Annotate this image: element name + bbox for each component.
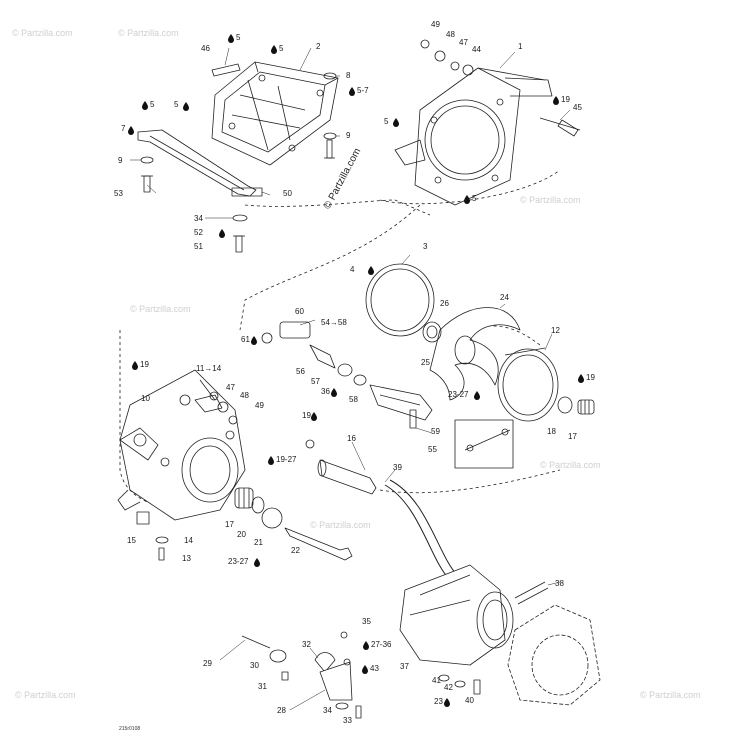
callout-47: 47 xyxy=(226,383,235,392)
callout-31: 31 xyxy=(258,682,267,691)
watermark-faint: © Partzilla.com xyxy=(130,304,191,314)
callout-19: 19 xyxy=(140,360,149,369)
callout-48: 48 xyxy=(240,391,249,400)
callout-10: 10 xyxy=(141,394,150,403)
callout-34: 34 xyxy=(194,214,203,223)
callout-24: 24 xyxy=(500,293,509,302)
callout-54-58: 54→58 xyxy=(321,318,347,327)
steering-nozzle xyxy=(507,604,601,706)
callout-8: 8 xyxy=(346,71,351,80)
callout-27-36: 27-36 xyxy=(371,640,392,649)
callout-21: 21 xyxy=(254,538,263,547)
callout-41: 41 xyxy=(432,676,441,685)
callout-20: 20 xyxy=(237,530,246,539)
callout-34: 34 xyxy=(323,706,332,715)
callout-19: 19 xyxy=(561,95,570,104)
callout-5: 5 xyxy=(150,100,155,109)
callout-9: 9 xyxy=(346,131,351,140)
callout-25: 25 xyxy=(421,358,430,367)
wear-ring xyxy=(497,347,559,422)
watermark-faint: © Partzilla.com xyxy=(118,28,179,38)
o-ring xyxy=(365,263,435,337)
callout-49: 49 xyxy=(255,401,264,410)
callout-19: 19 xyxy=(302,411,311,420)
callout-5: 5 xyxy=(236,33,241,42)
callout-22: 22 xyxy=(291,546,300,555)
callout-57: 57 xyxy=(311,377,320,386)
callout-47: 47 xyxy=(459,38,468,47)
impeller xyxy=(429,307,521,401)
callout-5: 5 xyxy=(384,117,389,126)
callout-9: 9 xyxy=(118,156,123,165)
callout-40: 40 xyxy=(465,696,474,705)
callout-49: 49 xyxy=(431,20,440,29)
callout-17: 17 xyxy=(568,432,577,441)
callout-23: 23 xyxy=(434,697,443,706)
callout-5: 5 xyxy=(472,194,477,203)
watermark-faint: © Partzilla.com xyxy=(520,195,581,205)
watermark-faint: © Partzilla.com xyxy=(310,520,371,530)
callout-52: 52 xyxy=(194,228,203,237)
callout-30: 30 xyxy=(250,661,259,670)
callout-35: 35 xyxy=(362,617,371,626)
callout-1: 1 xyxy=(518,42,523,51)
callout-29: 29 xyxy=(203,659,212,668)
callout-51: 51 xyxy=(194,242,203,251)
callout-3: 3 xyxy=(423,242,428,251)
watermark-faint: © Partzilla.com xyxy=(540,460,601,470)
callout-48: 48 xyxy=(446,30,455,39)
callout-44: 44 xyxy=(472,45,481,54)
watermark-faint: © Partzilla.com xyxy=(640,690,701,700)
callout-61: 61 xyxy=(241,335,250,344)
pump-housing xyxy=(117,369,246,521)
callout-17: 17 xyxy=(225,520,234,529)
callout-60: 60 xyxy=(295,307,304,316)
callout-19-27: 19-27 xyxy=(276,455,297,464)
callout-5: 5 xyxy=(174,100,179,109)
callout-11-14: 11→14 xyxy=(196,364,222,373)
callout-55: 55 xyxy=(428,445,437,454)
venturi-housing xyxy=(394,67,581,206)
callout-2: 2 xyxy=(316,42,321,51)
callout-50: 50 xyxy=(283,189,292,198)
jet-nozzle xyxy=(399,564,514,666)
callout-13: 13 xyxy=(182,554,191,563)
callout-12: 12 xyxy=(551,326,560,335)
callout-5-7: 5-7 xyxy=(357,86,369,95)
callout-33: 33 xyxy=(343,716,352,725)
callout-59: 59 xyxy=(431,427,440,436)
callout-43: 43 xyxy=(370,664,379,673)
callout-23-27: 23-27 xyxy=(448,390,469,399)
callout-53: 53 xyxy=(114,189,123,198)
ride-plate xyxy=(211,61,339,166)
callout-14: 14 xyxy=(184,536,193,545)
callout-26: 26 xyxy=(440,299,449,308)
callout-15: 15 xyxy=(127,536,136,545)
callout-5: 5 xyxy=(279,44,284,53)
callout-38: 38 xyxy=(555,579,564,588)
callout-23-27: 23-27 xyxy=(228,557,249,566)
callout-39: 39 xyxy=(393,463,402,472)
watermark-faint: © Partzilla.com xyxy=(15,690,76,700)
callout-42: 42 xyxy=(444,683,453,692)
callout-37: 37 xyxy=(400,662,409,671)
callout-18: 18 xyxy=(547,427,556,436)
callout-16: 16 xyxy=(347,434,356,443)
callout-4: 4 xyxy=(350,265,355,274)
callout-56: 56 xyxy=(296,367,305,376)
callout-32: 32 xyxy=(302,640,311,649)
callout-45: 45 xyxy=(573,103,582,112)
callout-58: 58 xyxy=(349,395,358,404)
callout-7: 7 xyxy=(121,124,126,133)
watermark-faint: © Partzilla.com xyxy=(12,28,73,38)
callout-28: 28 xyxy=(277,706,286,715)
callout-46: 46 xyxy=(201,44,210,53)
support-bar xyxy=(137,129,263,197)
callout-19: 19 xyxy=(586,373,595,382)
callout-36: 36 xyxy=(321,387,330,396)
diagram-code: 215r0108 xyxy=(119,726,141,732)
